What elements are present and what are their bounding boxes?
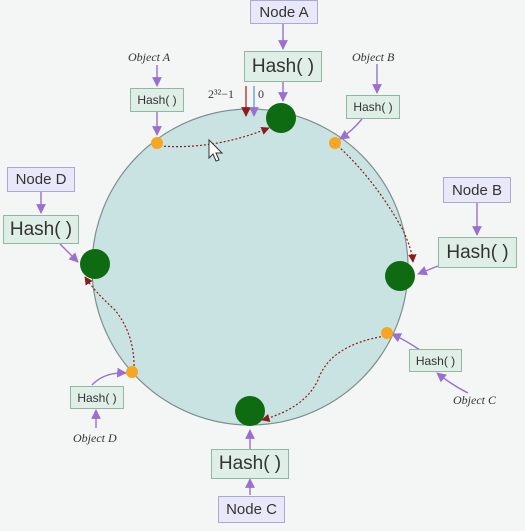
node-a-box: Node A <box>250 0 318 24</box>
object-d-to-node-d-arc <box>84 276 135 371</box>
object-d-hash-connector <box>91 367 127 386</box>
node-c-hash-box: Hash( ) <box>211 449 289 479</box>
object-a-hash-box: Hash( ) <box>130 88 184 112</box>
object-b-label: Object B <box>352 50 395 64</box>
node-d-hash-box: Hash( ) <box>3 215 79 244</box>
object-a-point <box>151 137 163 149</box>
ring-max-label: 2³²−1 <box>208 87 234 101</box>
object-c-hash-connector <box>391 333 421 351</box>
node-d-box: Node D <box>7 167 75 192</box>
object-c-to-node-c-arc <box>261 335 386 423</box>
node-c-box: Node C <box>218 496 285 523</box>
node-a-hash-box: Hash( ) <box>244 51 322 82</box>
object-d-hash-box: Hash( ) <box>70 386 124 409</box>
object-a-label: Object A <box>128 50 171 64</box>
object-c-point <box>381 327 393 339</box>
mouse-cursor-icon <box>208 138 224 162</box>
node-c-point <box>235 396 265 426</box>
node-d-hash-connector <box>59 243 79 263</box>
object-c-hash-box: Hash( ) <box>409 349 462 372</box>
node-d-point <box>80 249 110 279</box>
hash-ring <box>91 108 409 426</box>
object-d-label: Object D <box>73 431 117 445</box>
node-a-point <box>266 103 296 133</box>
object-b-hash-box: Hash( ) <box>346 95 400 119</box>
object-c-label: Object C <box>453 393 496 407</box>
object-b-point <box>329 137 341 149</box>
node-b-hash-box: Hash( ) <box>438 237 517 268</box>
node-b-point <box>385 261 415 291</box>
object-b-to-node-b-arc <box>337 145 417 263</box>
node-b-box: Node B <box>443 177 511 203</box>
ring-zero-label: 0 <box>258 87 264 101</box>
object-b-hash-connector <box>339 118 363 140</box>
object-d-point <box>126 366 138 378</box>
node-b-hash-connector <box>417 265 439 276</box>
object-c-connector <box>436 372 469 394</box>
